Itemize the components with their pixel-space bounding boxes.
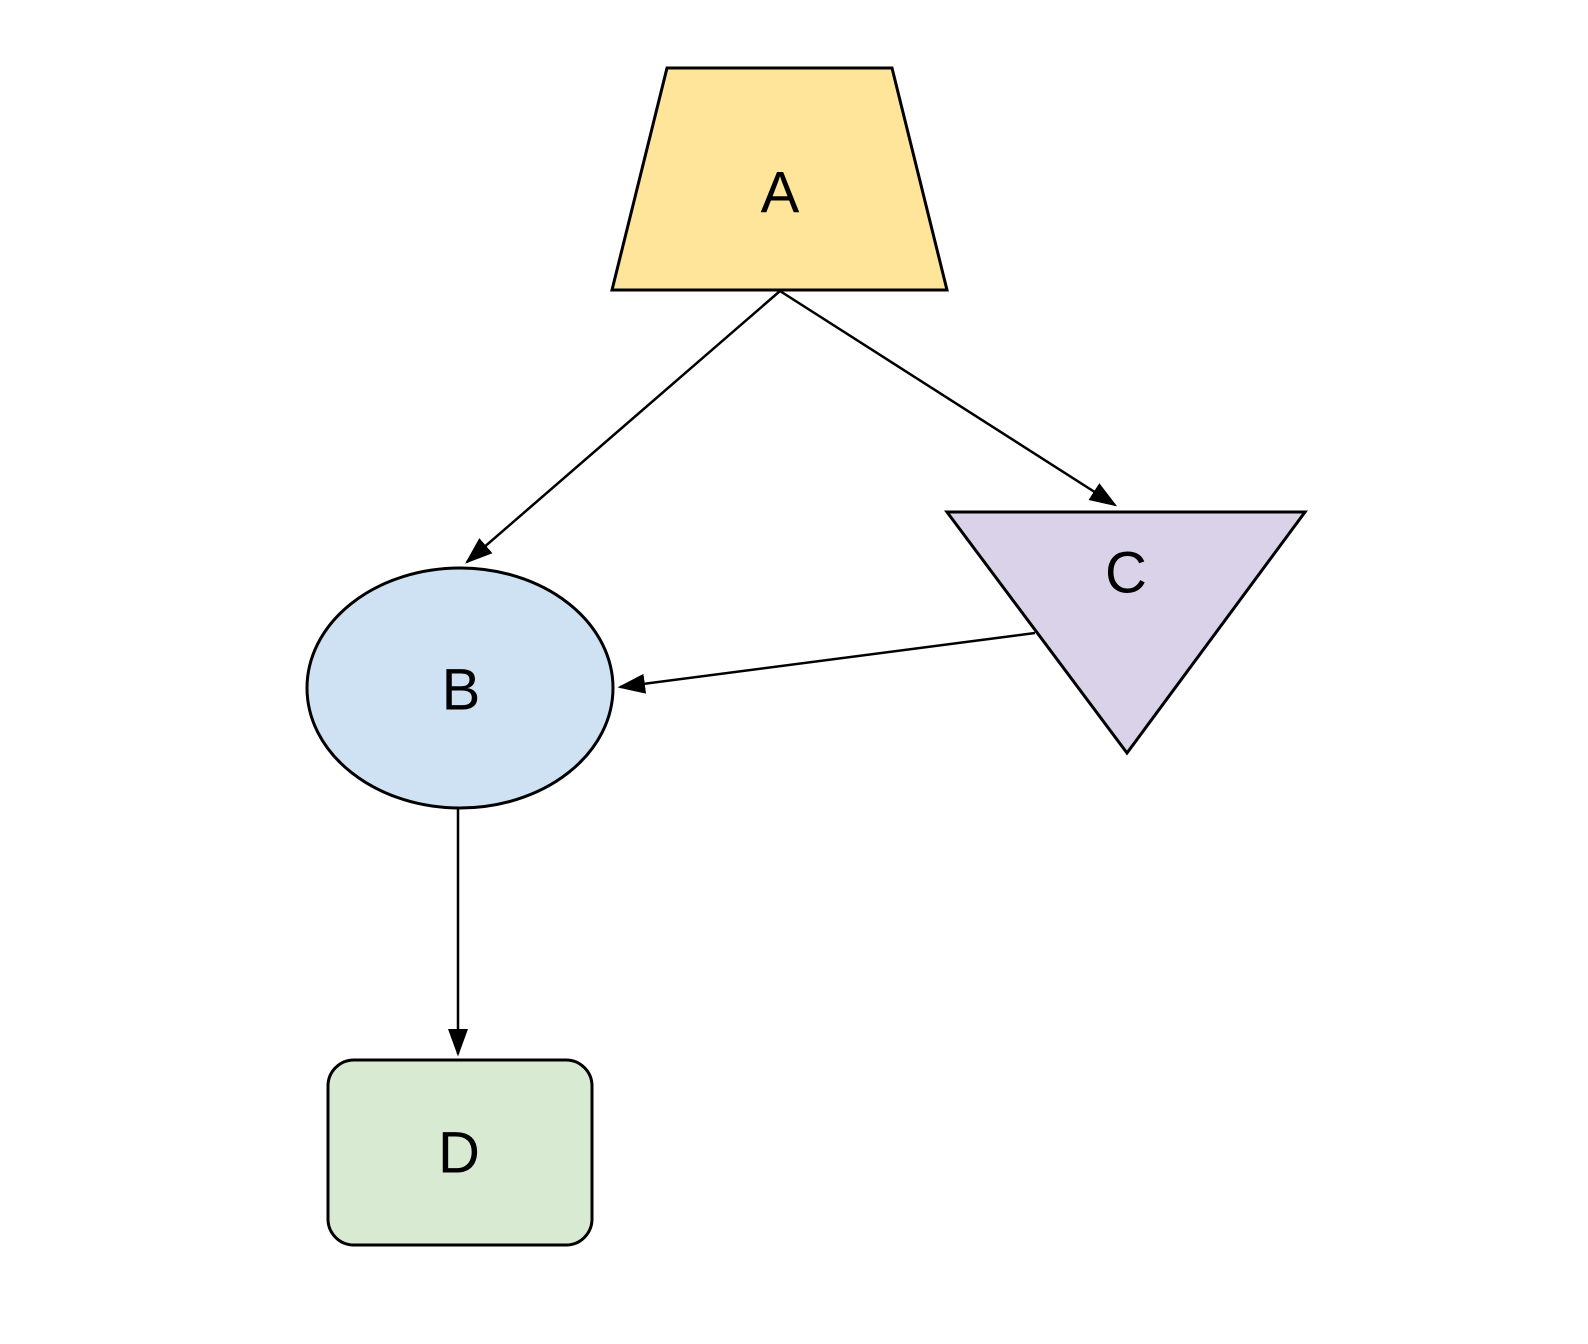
node-A: A [610,66,949,292]
rounded-rect-shape-D [326,1058,594,1247]
edge-A-to-B [465,290,781,564]
node-B: B [305,566,615,810]
edges-layer [448,289,1118,1057]
edge-A-to-C [779,289,1118,507]
node-B-label: B [442,658,481,723]
node-A-label: A [761,161,800,226]
node-C: C [944,510,1308,756]
nodes-layer: A B C D [305,66,1308,1247]
node-C-label: C [1105,541,1147,606]
edge-C-to-B [617,631,1036,694]
triangle-down-shape-C [944,510,1308,756]
trapezoid-shape-A [610,66,949,292]
ellipse-shape-B [305,566,615,810]
node-D: D [326,1058,594,1247]
node-D-label: D [438,1121,480,1186]
